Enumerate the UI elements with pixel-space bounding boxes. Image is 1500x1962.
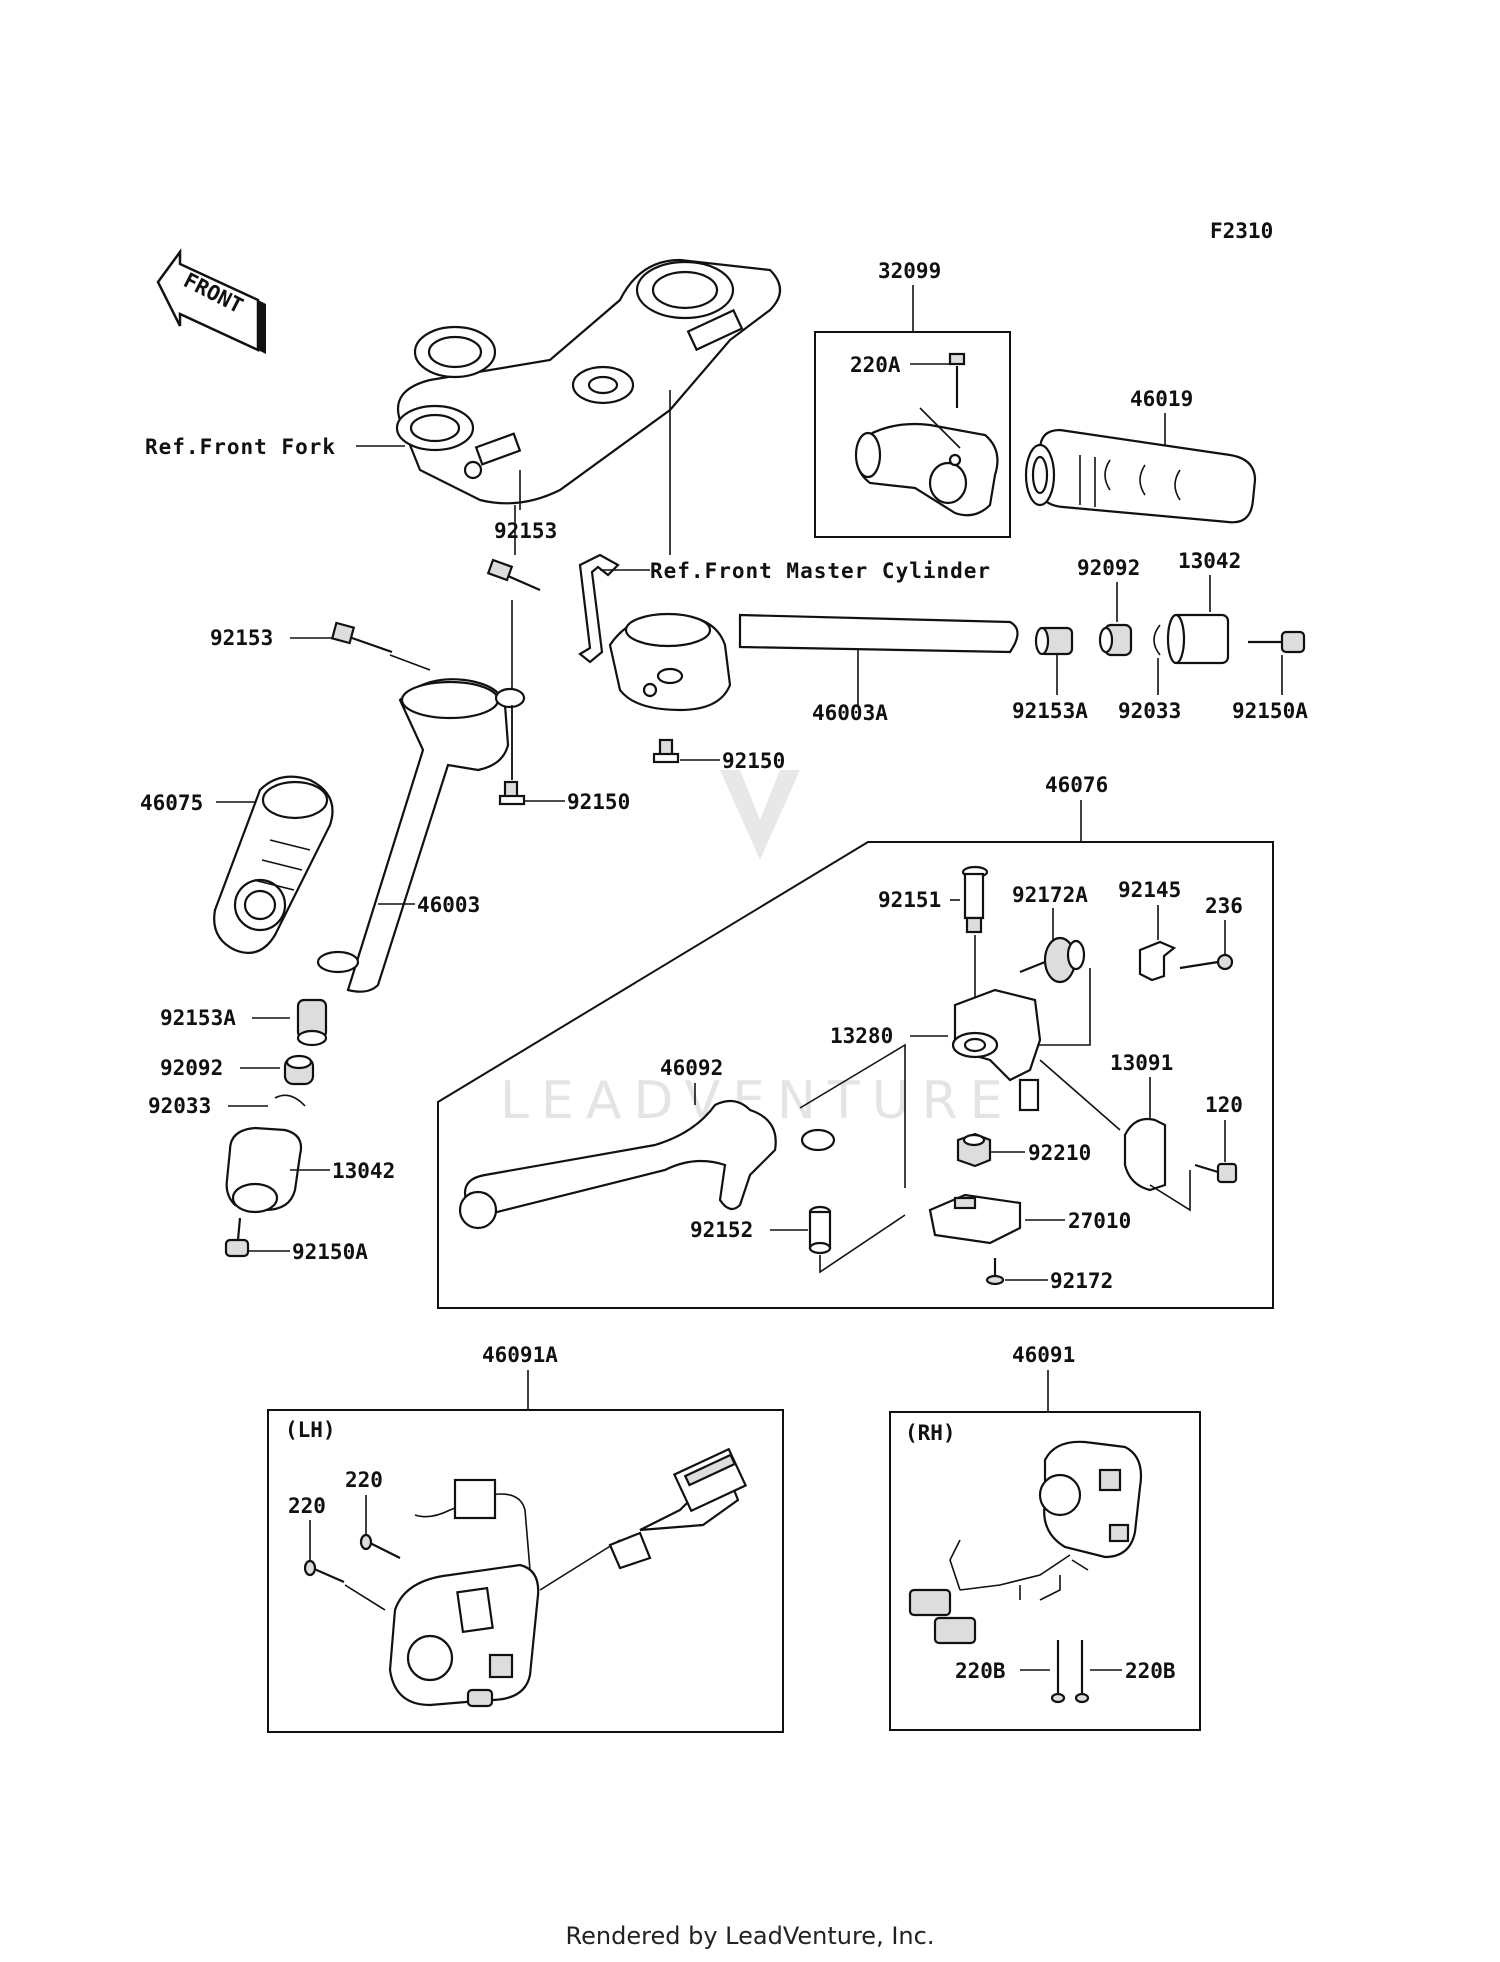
bar-end-92153A-left-icon — [296, 998, 328, 1047]
part-13091: 13091 — [1110, 1051, 1173, 1075]
rh-switch-housing — [908, 1440, 1143, 1645]
part-13042-left: 13042 — [332, 1159, 395, 1183]
part-220A: 220A — [850, 353, 901, 377]
part-92150A-right: 92150A — [1232, 699, 1308, 723]
part-92145: 92145 — [1118, 878, 1181, 902]
part-13280: 13280 — [830, 1024, 893, 1048]
handlebar-right-46003A — [608, 612, 1019, 712]
throttle-housing — [854, 422, 999, 517]
lever-holder-13280 — [951, 988, 1042, 1112]
screw-220B-right-icon — [1074, 1640, 1090, 1704]
circlip-92033-left-icon — [274, 1094, 306, 1107]
bolt-92150-left-icon — [498, 780, 526, 806]
nut-92210-icon — [956, 1132, 992, 1168]
screw-92172-icon — [985, 1258, 1005, 1286]
bar-end-13042-top-icon — [1166, 613, 1230, 665]
part-236: 236 — [1205, 894, 1243, 918]
ref-front-master-cylinder: Ref.Front Master Cylinder — [650, 559, 991, 583]
adjuster-92172A-icon — [1019, 936, 1086, 984]
part-220-b: 220 — [288, 1494, 326, 1518]
part-46003A: 46003A — [812, 701, 888, 725]
rh-label: (RH) — [905, 1421, 956, 1445]
watermark-logo-icon — [720, 770, 800, 860]
part-92092-left: 92092 — [160, 1056, 223, 1080]
part-92153-left: 92153 — [210, 626, 273, 650]
part-92150-mid: 92150 — [722, 749, 785, 773]
part-32099: 32099 — [878, 259, 941, 283]
screw-220-b-icon — [303, 1559, 345, 1584]
part-92092-top: 92092 — [1077, 556, 1140, 580]
part-92153A-right: 92153A — [1012, 699, 1088, 723]
lh-switch-box — [267, 1409, 784, 1733]
part-92033-right: 92033 — [1118, 699, 1181, 723]
ref-front-fork: Ref.Front Fork — [145, 435, 336, 459]
pin-92151-icon — [961, 865, 989, 934]
switch-27010-icon — [928, 1193, 1022, 1245]
part-220B-left: 220B — [955, 1659, 1006, 1683]
part-92153A-left: 92153A — [160, 1006, 236, 1030]
throttle-box — [814, 331, 1011, 538]
footer-credit: Rendered by LeadVenture, Inc. — [565, 1922, 935, 1950]
part-46091: 46091 — [1012, 1343, 1075, 1367]
lh-switch-housing — [388, 1447, 748, 1708]
screw-220A-icon — [948, 352, 966, 408]
bolt-92153-b-icon — [330, 621, 393, 654]
part-46075: 46075 — [140, 791, 203, 815]
bar-end-13042-left-icon — [225, 1126, 303, 1214]
clamp-13091-icon — [1123, 1117, 1167, 1192]
rh-switch-box — [889, 1411, 1201, 1731]
part-92150-left: 92150 — [567, 790, 630, 814]
part-27010: 27010 — [1068, 1209, 1131, 1233]
weight-92092-left-icon — [283, 1054, 315, 1086]
front-arrow-icon: FRONT — [156, 248, 266, 354]
part-92153-top: 92153 — [494, 519, 557, 543]
clutch-lever-46092 — [458, 1099, 836, 1230]
weight-92092-top-icon — [1098, 623, 1133, 657]
top-yoke — [395, 258, 782, 510]
part-92172A: 92172A — [1012, 883, 1088, 907]
bolt-92153-a-icon — [486, 558, 541, 592]
bolt-92150A-right-icon — [1248, 630, 1306, 654]
lever-assembly-box — [437, 841, 1274, 1309]
part-46092: 46092 — [660, 1056, 723, 1080]
part-92172: 92172 — [1050, 1269, 1113, 1293]
part-92151: 92151 — [878, 888, 941, 912]
lh-label: (LH) — [285, 1418, 336, 1442]
part-120: 120 — [1205, 1093, 1243, 1117]
part-92152: 92152 — [690, 1218, 753, 1242]
spring-92145-icon — [1138, 940, 1177, 982]
bar-end-92153A-right-icon — [1034, 626, 1074, 656]
part-46019: 46019 — [1130, 387, 1193, 411]
part-13042-top: 13042 — [1178, 549, 1241, 573]
watermark: LEADVENTURE — [500, 770, 1003, 1131]
collar-92152-icon — [808, 1205, 832, 1255]
part-220-a: 220 — [345, 1468, 383, 1492]
part-46091A: 46091A — [482, 1343, 558, 1367]
bolt-92150A-left-icon — [224, 1217, 250, 1258]
screw-220-a-icon — [359, 1533, 401, 1559]
screw-236-icon — [1179, 953, 1234, 971]
part-92033-left: 92033 — [148, 1094, 211, 1118]
bolt-92150-mid-icon — [652, 738, 680, 764]
part-46076: 46076 — [1045, 773, 1108, 797]
screw-220B-left-icon — [1050, 1640, 1066, 1704]
diagram-code: F2310 — [1210, 219, 1273, 243]
part-220B-right: 220B — [1125, 1659, 1176, 1683]
grip-46075-left — [213, 775, 334, 954]
bolt-120-icon — [1194, 1162, 1238, 1184]
part-92210: 92210 — [1028, 1141, 1091, 1165]
grip-46019-right — [1024, 428, 1257, 524]
part-92150A-left: 92150A — [292, 1240, 368, 1264]
circlip-92033-right-icon — [1153, 624, 1161, 656]
part-46003: 46003 — [417, 893, 480, 917]
handlebar-left-46003 — [316, 678, 526, 993]
master-cylinder-bracket — [578, 553, 620, 664]
